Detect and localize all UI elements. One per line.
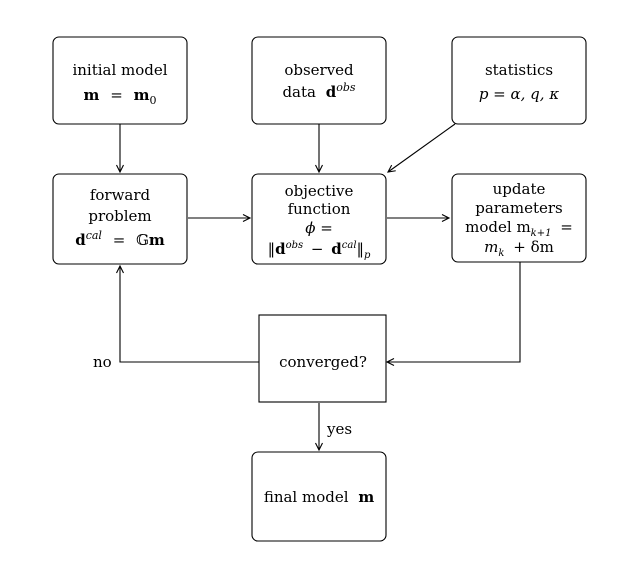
edge-update-to-converged — [385, 262, 521, 366]
objective-phi: ϕ = — [305, 219, 333, 237]
edge-converged-no-to-forward — [116, 264, 259, 363]
update-equation-line1: model mk+1 = — [465, 218, 573, 240]
edges — [116, 123, 521, 452]
node-converged: converged? — [258, 314, 387, 403]
forward-label: forward — [90, 186, 151, 204]
node-objective-function: objective function ϕ = ‖dobs − dcal‖p — [251, 173, 387, 265]
update-label: update — [493, 180, 546, 198]
parameters-label: parameters — [475, 199, 563, 217]
node-observed-data: observed data dobs — [251, 36, 387, 125]
node-final-model: final model m — [251, 451, 387, 542]
converged-label: converged? — [279, 353, 367, 371]
objective-norm-expression: ‖dobs − dcal‖p — [268, 234, 371, 261]
statistics-parameters: p = α, q, κ — [479, 85, 560, 103]
edge-label-yes: yes — [326, 420, 352, 438]
initial-model-equation: m = m0 — [84, 86, 157, 107]
objective-label: objective — [285, 182, 354, 200]
edge-statistics-to-objective — [387, 123, 456, 173]
problem-label: problem — [88, 207, 151, 225]
forward-equation: dcal = 𝔾m — [75, 225, 165, 249]
statistics-label: statistics — [485, 61, 553, 79]
node-update-parameters: update parameters model mk+1 = mk + δm — [451, 173, 587, 263]
final-model-label: final model m — [264, 488, 375, 506]
observed-data-symbol: data dobs — [282, 81, 355, 101]
edge-label-no: no — [93, 353, 112, 371]
node-forward-problem: forward problem dcal = 𝔾m — [52, 173, 188, 265]
update-equation-line2: mk + δm — [484, 238, 554, 260]
node-initial-model: initial model m = m0 — [52, 36, 188, 125]
node-statistics: statistics p = α, q, κ — [451, 36, 587, 125]
observed-label: observed — [284, 61, 354, 79]
initial-model-label: initial model — [72, 61, 167, 79]
function-label: function — [288, 200, 351, 218]
